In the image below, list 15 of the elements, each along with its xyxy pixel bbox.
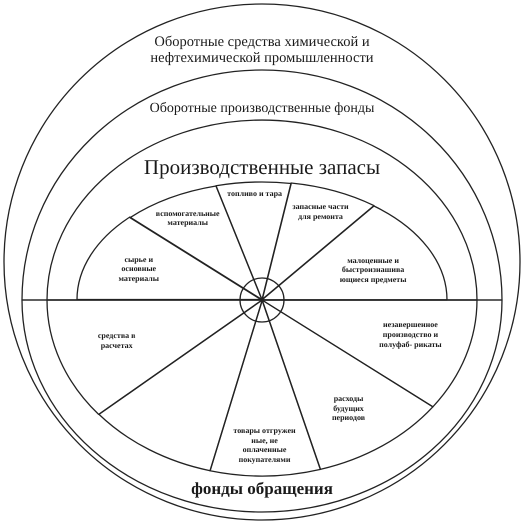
- pie-sector: [260, 204, 449, 302]
- pie-sector: [45, 298, 264, 416]
- sector-label: средства в расчетах: [97, 331, 136, 351]
- sector-label: запасные части для ремонта: [292, 202, 350, 222]
- region-title: Оборотные средства химической и нефтехимической промышленности: [150, 34, 374, 67]
- sector-label: сырье и основные материалы: [118, 254, 160, 284]
- sector-label: вспомогательные материалы: [155, 208, 220, 228]
- region-title: фонды обращения: [190, 479, 334, 499]
- region-title: Оборотные производственные фонды: [149, 100, 375, 117]
- sector-label: расходы будущих периодов: [331, 394, 366, 424]
- sector-label: товары отгружен ные, не оплаченные покупателями: [232, 426, 297, 464]
- sector-label: малоценные и быстроизнашива ющиеся предметы: [339, 256, 408, 284]
- sector-label: топливо и тара: [226, 189, 283, 199]
- region-title: Производственные запасы: [143, 154, 381, 179]
- sector-label: незавершенное производство и полуфаб- рикаты: [378, 320, 442, 350]
